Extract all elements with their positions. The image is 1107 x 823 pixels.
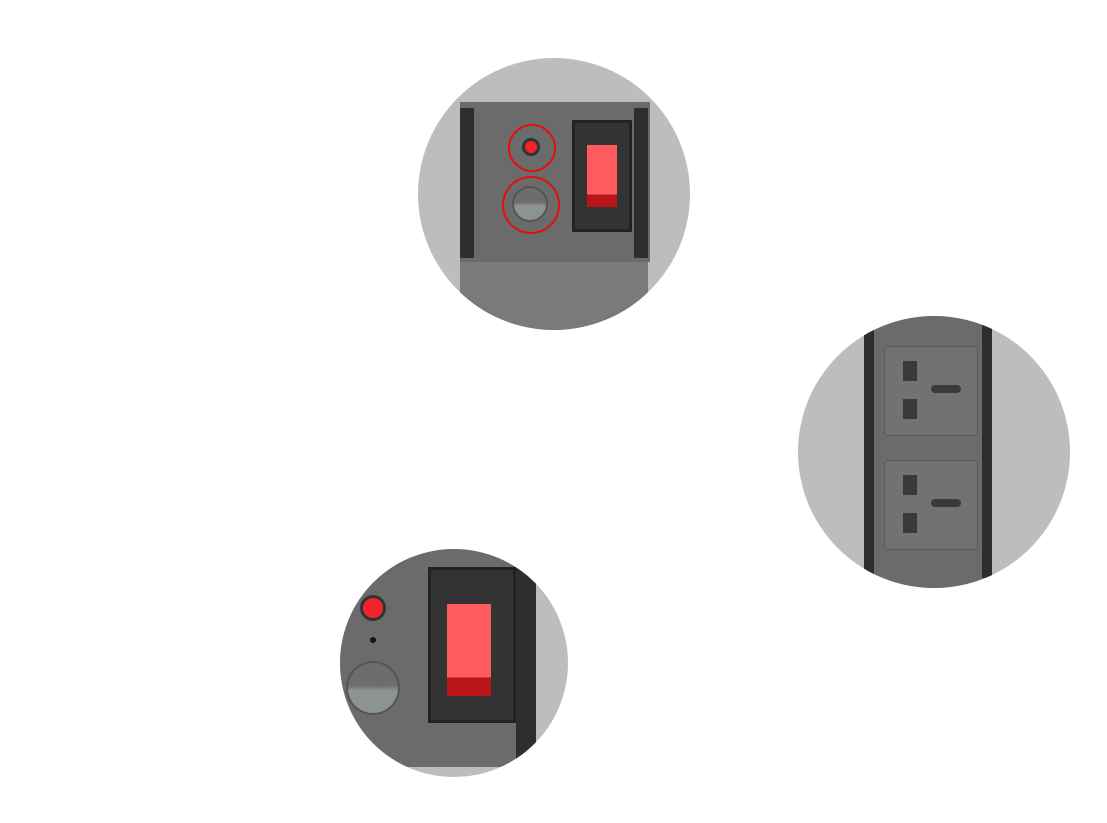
side-trim (864, 316, 874, 578)
side-trim (982, 316, 992, 578)
rocker-switch (428, 567, 516, 723)
rocker-switch (572, 120, 632, 232)
socket-detail-circle (798, 316, 1070, 588)
highlight-ring (502, 176, 560, 234)
overload-reset-button (512, 186, 548, 222)
indicator-dot (370, 637, 376, 643)
switch-detail-circle (418, 58, 690, 330)
universal-socket (884, 346, 978, 436)
socket-slot (931, 499, 961, 507)
side-trim (460, 108, 474, 258)
socket-slot (903, 513, 917, 533)
side-trim (634, 108, 648, 258)
indicator-light (522, 138, 540, 156)
indicator-light (360, 595, 386, 621)
socket-slot (903, 399, 917, 419)
side-trim (516, 549, 536, 759)
universal-socket (884, 460, 978, 550)
highlight-ring (508, 124, 556, 172)
rocker-switch-red (587, 145, 617, 207)
switch-closeup-circle (340, 549, 568, 777)
socket-slot (931, 385, 961, 393)
socket-slot (903, 475, 917, 495)
overload-reset-button (346, 661, 400, 715)
strip-body (460, 262, 648, 330)
rocker-switch-red (447, 604, 491, 696)
socket-slot (903, 361, 917, 381)
